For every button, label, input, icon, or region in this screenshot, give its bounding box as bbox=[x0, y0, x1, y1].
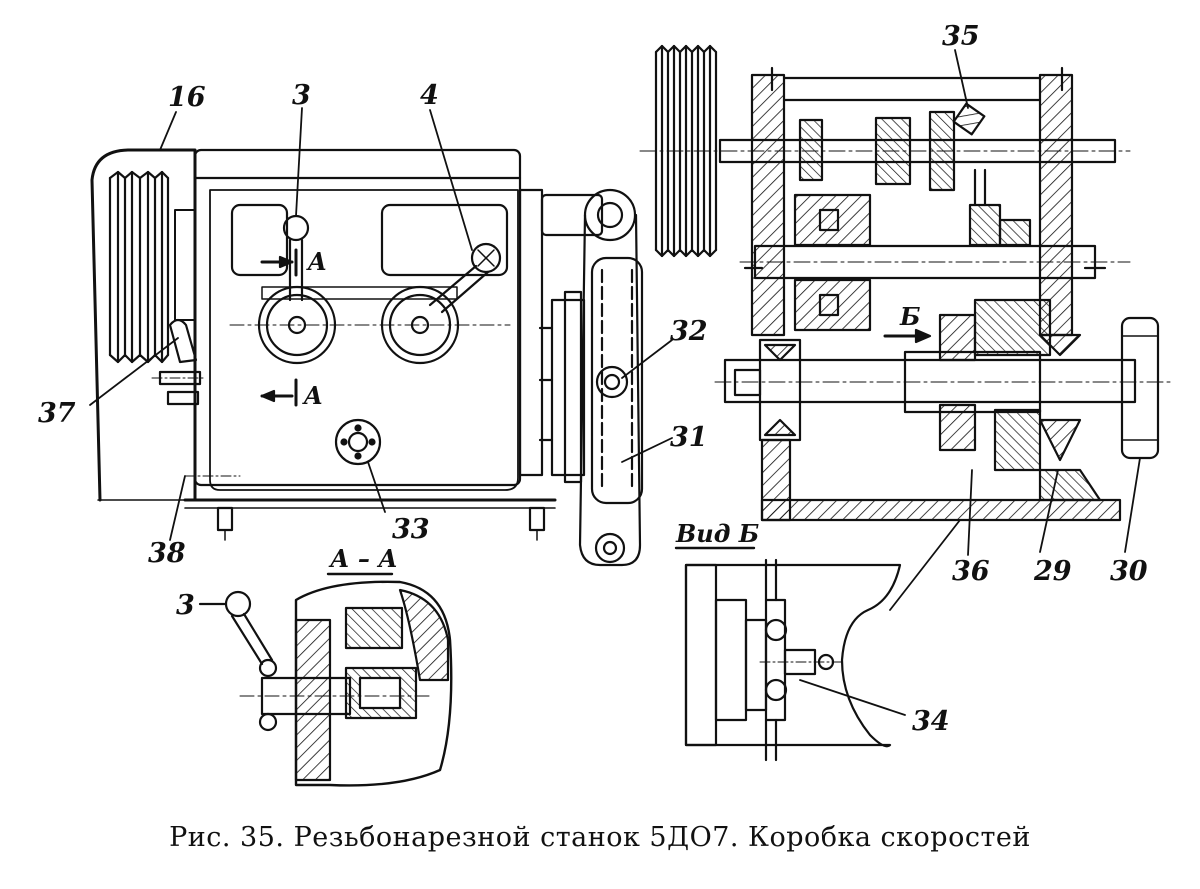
label-29: 29 bbox=[1033, 556, 1072, 587]
section-marker-a-bottom: A bbox=[302, 381, 323, 410]
label-30: 30 bbox=[1110, 556, 1148, 587]
front-view bbox=[90, 148, 644, 567]
label-34: 34 bbox=[912, 706, 950, 737]
pulley-guard bbox=[90, 148, 197, 502]
section-view bbox=[639, 44, 1171, 522]
section-a-a bbox=[198, 572, 453, 787]
label-3: 3 bbox=[292, 80, 311, 111]
figure-caption: Рис. 35. Резьбонарезной станок 5ДО7. Кор… bbox=[169, 822, 1031, 853]
label-16: 16 bbox=[168, 82, 206, 113]
label-32: 32 bbox=[670, 316, 708, 347]
label-33: 33 bbox=[392, 514, 430, 545]
section-marker-a-top: A bbox=[306, 247, 327, 276]
label-3-section: 3 bbox=[176, 590, 195, 621]
v-belt-pulley bbox=[108, 170, 170, 364]
label-35: 35 bbox=[942, 21, 980, 52]
view-title-b: Вид Б bbox=[675, 519, 759, 548]
section-title-a-a: А – А bbox=[328, 544, 398, 573]
view-b bbox=[674, 546, 902, 762]
label-37: 37 bbox=[38, 398, 76, 429]
label-4: 4 bbox=[420, 80, 439, 111]
label-31: 31 bbox=[670, 422, 708, 453]
label-36: 36 bbox=[952, 556, 990, 587]
view-marker-b: Б bbox=[899, 302, 921, 331]
label-38: 38 bbox=[148, 538, 186, 569]
leader-lines bbox=[89, 49, 1141, 716]
gearbox-housing bbox=[193, 148, 522, 487]
callout-labels: 16 3 4 35 32 31 37 38 33 36 29 30 34 3 A… bbox=[38, 21, 1148, 737]
